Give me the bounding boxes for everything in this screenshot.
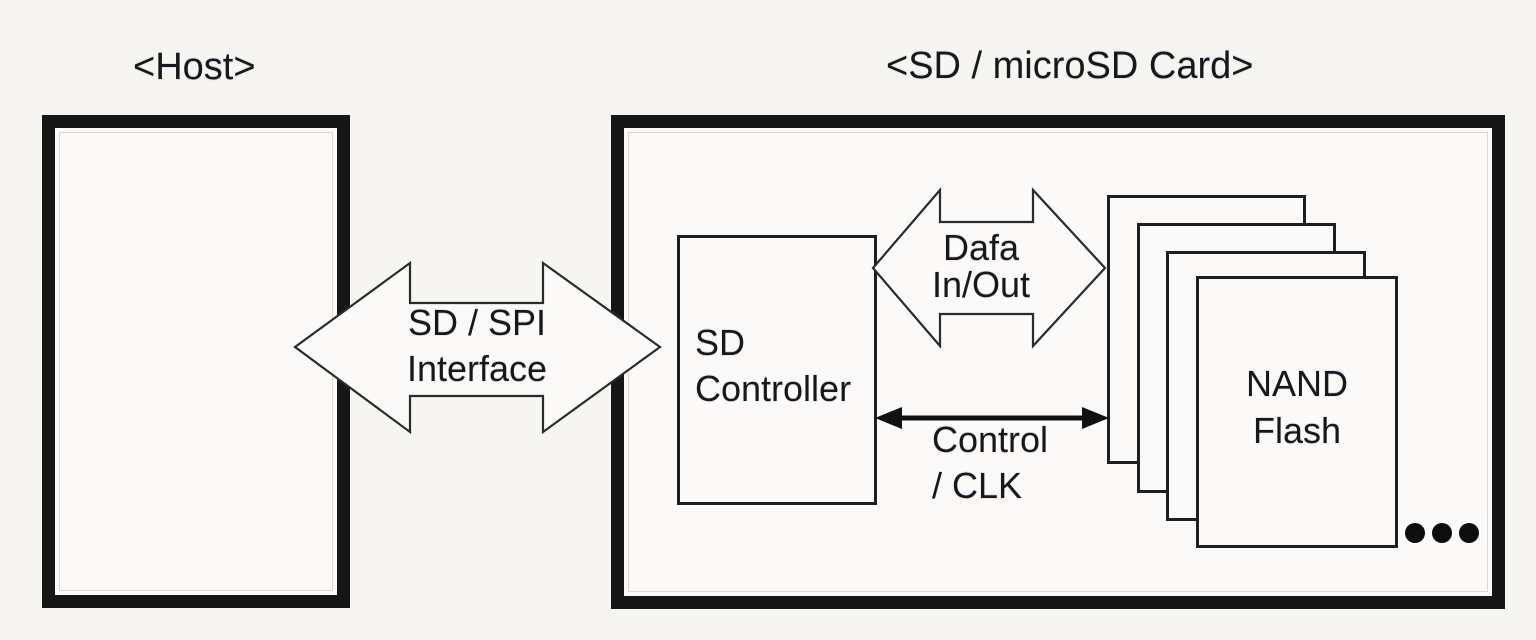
data-inout-label-line1: Dafa — [942, 227, 1020, 268]
ellipsis-dot — [1459, 523, 1479, 543]
control-clk-label: Control / CLK — [932, 417, 1048, 509]
ellipsis-dot — [1405, 523, 1425, 543]
nand-more-ellipsis-icon — [1405, 523, 1479, 543]
sd-controller-label-line2: Controller — [695, 368, 852, 409]
control-clk-label-line2: / CLK — [932, 465, 1023, 506]
sd-card-title: <SD / microSD Card> — [886, 45, 1254, 87]
sd-spi-interface-label-line2: Interface — [406, 348, 548, 389]
sd-controller-box: SD Controller — [677, 235, 877, 505]
sd-controller-label-line1: SD — [695, 322, 746, 363]
control-clk-arrow-icon — [875, 407, 1109, 429]
data-inout-arrow-icon — [871, 187, 1107, 349]
data-inout-label-line2: In/Out — [931, 264, 1031, 305]
host-box — [42, 115, 350, 608]
sd-spi-interface-arrow-icon — [293, 260, 662, 435]
sd-spi-interface-label-line1: SD / SPI — [407, 302, 547, 343]
host-title: <Host> — [133, 46, 256, 88]
data-inout-label: Dafa In/Out — [881, 229, 1081, 303]
ellipsis-dot — [1432, 523, 1452, 543]
sd-controller-label: SD Controller — [680, 238, 874, 412]
sd-spi-interface-label: SD / SPI Interface — [377, 300, 577, 392]
control-clk-label-line1: Control — [932, 419, 1049, 460]
